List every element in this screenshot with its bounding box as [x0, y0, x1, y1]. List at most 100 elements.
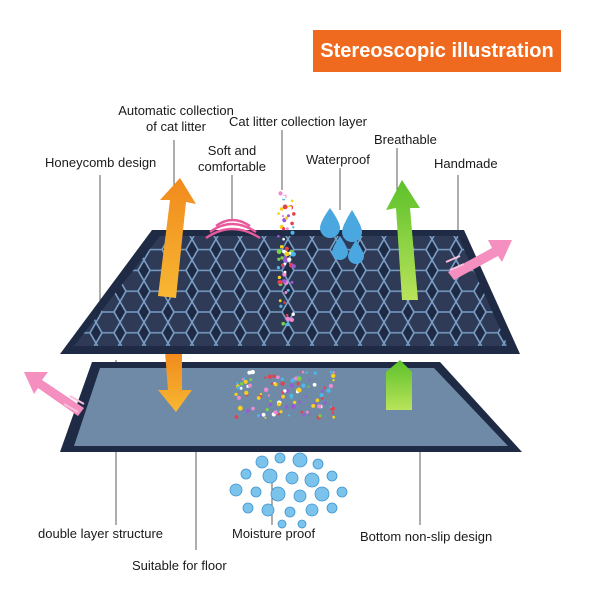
bubble	[229, 483, 243, 497]
litter-particle	[236, 395, 241, 400]
litter-particle	[286, 288, 290, 292]
litter-particle	[307, 385, 310, 388]
litter-particle	[290, 378, 295, 383]
litter-particle	[284, 216, 288, 220]
bubble	[261, 503, 275, 517]
litter-particle	[287, 214, 290, 218]
litter-particle	[276, 266, 280, 270]
litter-particle	[265, 408, 269, 412]
litter-particle	[290, 280, 294, 284]
label-soft-text: Soft and comfortable	[198, 143, 266, 174]
bubble	[277, 519, 287, 529]
litter-particle	[251, 406, 255, 411]
litter-particle	[301, 383, 306, 388]
litter-particle	[278, 191, 283, 196]
litter-particle	[329, 370, 333, 374]
green-arrow-up	[386, 180, 420, 300]
litter-particle	[290, 221, 294, 226]
litter-particle	[308, 413, 311, 416]
bubble	[312, 458, 324, 470]
litter-particle	[332, 415, 336, 419]
leader-lines	[99, 130, 459, 550]
litter-particle	[272, 374, 276, 378]
label-waterproof: Waterproof	[306, 152, 370, 167]
litter-particle	[248, 383, 252, 388]
litter-particle	[291, 312, 295, 316]
litter-particle	[278, 299, 282, 303]
bubble	[270, 486, 286, 502]
orange-arrow-up	[158, 178, 196, 298]
litter-particle	[240, 382, 244, 386]
litter-particle	[269, 399, 272, 403]
litter-particle	[243, 379, 248, 384]
litter-particle	[283, 255, 286, 259]
litter-particle	[249, 378, 253, 382]
pink-arrow-left	[24, 372, 85, 416]
litter-particle	[287, 257, 292, 262]
label-automatic-collection-text: Automatic collection of cat litter	[118, 103, 234, 134]
litter-particle	[290, 383, 295, 388]
litter-particle	[279, 410, 283, 414]
bubble	[274, 452, 286, 464]
bubble	[262, 468, 278, 484]
litter-particle	[305, 410, 309, 414]
litter-particle	[285, 316, 291, 321]
label-floor: Suitable for floor	[132, 558, 227, 573]
litter-particle	[234, 415, 239, 419]
litter-particle	[283, 389, 287, 393]
litter-particle	[236, 386, 241, 390]
bubble	[284, 506, 296, 518]
litter-particle	[259, 393, 262, 396]
litter-particle	[242, 378, 245, 381]
bubble	[242, 502, 254, 514]
litter-particle	[280, 256, 284, 260]
bubble	[240, 468, 252, 480]
litter-particle	[263, 387, 269, 393]
litter-particle	[282, 237, 285, 241]
litter-particle	[302, 413, 306, 417]
litter-particle	[264, 416, 267, 419]
litter-particle	[283, 262, 287, 266]
litter-particle	[270, 382, 274, 385]
litter-particle	[277, 257, 281, 261]
litter-particle	[311, 403, 316, 408]
litter-particle	[305, 395, 308, 398]
label-automatic-collection: Automatic collection of cat litter	[96, 103, 256, 135]
litter-particle	[250, 369, 255, 375]
pink-arrow-right	[445, 240, 512, 280]
litter-particle	[268, 402, 273, 407]
litter-particle	[323, 401, 327, 405]
litter-particle	[291, 404, 296, 409]
litter-particle	[308, 378, 311, 381]
litter-particle	[267, 394, 270, 397]
litter-particle	[288, 225, 293, 231]
litter-particle	[291, 251, 296, 257]
litter-particle	[244, 390, 249, 395]
litter-particle	[277, 275, 282, 280]
litter-particle	[317, 404, 322, 409]
litter-particle	[261, 412, 266, 417]
green-arrow-bottom	[386, 360, 412, 410]
bubble	[305, 503, 319, 517]
litter-particle	[277, 235, 280, 238]
label-handmade: Handmade	[434, 156, 498, 171]
orange-arrow-down	[158, 352, 192, 412]
litter-particle	[314, 402, 317, 405]
litter-particle	[284, 405, 289, 409]
litter-particle	[281, 394, 285, 399]
litter-particle	[305, 371, 308, 374]
litter-particle	[247, 370, 252, 375]
litter-particle	[285, 313, 289, 317]
bubble	[250, 486, 262, 498]
litter-particle	[331, 411, 335, 415]
litter-particle	[256, 396, 261, 400]
litter-particle	[282, 249, 286, 254]
litter-particle	[289, 393, 294, 398]
litter-particle	[286, 227, 289, 231]
litter-particle	[320, 396, 324, 400]
label-soft: Soft and comfortable	[186, 143, 278, 175]
litter-particle	[287, 414, 290, 417]
litter-particle	[298, 400, 302, 404]
